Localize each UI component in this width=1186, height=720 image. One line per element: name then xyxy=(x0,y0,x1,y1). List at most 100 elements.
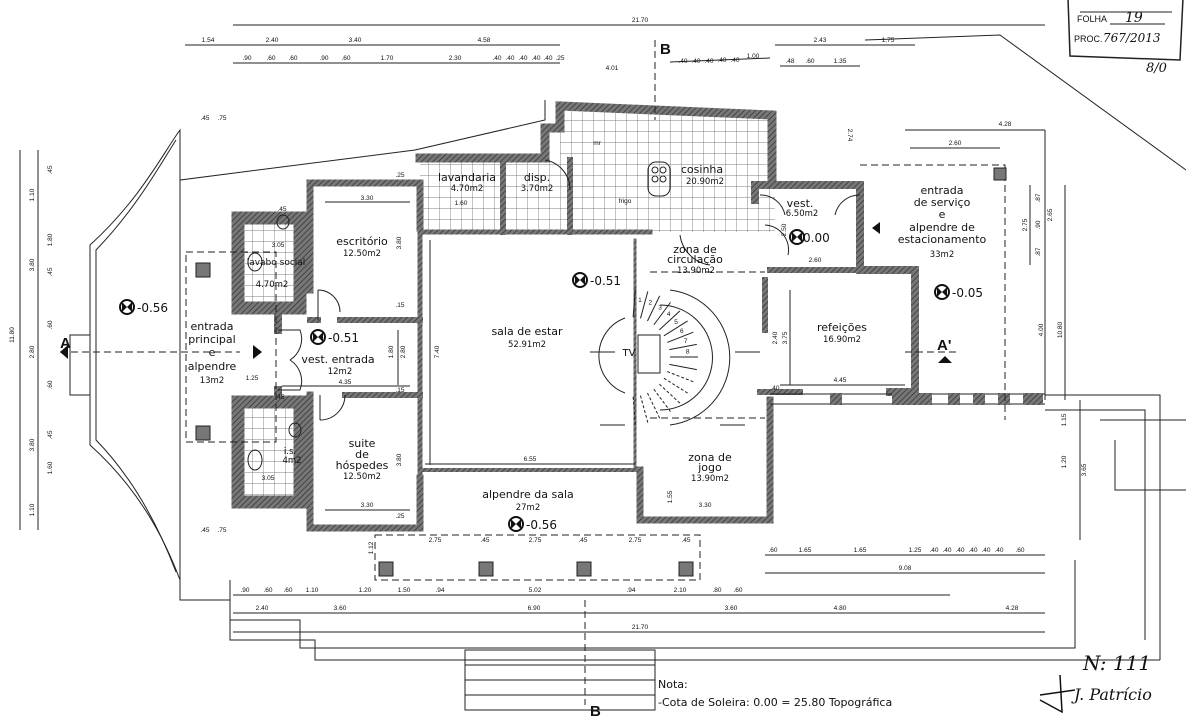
dimension-label: .40 xyxy=(994,547,1003,554)
room-sala-estar: sala de estar xyxy=(491,325,563,338)
dimension-label: 4.35 xyxy=(339,379,352,386)
dimension-label: 2.75 xyxy=(429,537,442,544)
dimension-label: 1.35 xyxy=(834,58,847,65)
dimension-label: .45 xyxy=(47,267,54,276)
dimension-label: .60 xyxy=(47,320,54,329)
stair-tread xyxy=(653,302,671,326)
dimension-label: 1.54 xyxy=(202,37,215,44)
plan-label: alpendre xyxy=(188,360,237,373)
plan-label: 33m2 xyxy=(930,250,955,260)
plan-label: -0.51 xyxy=(590,274,621,288)
stove-icon xyxy=(647,161,671,197)
dimension-label: 2.74 xyxy=(846,129,853,142)
room-zona-jogo: zona de xyxy=(688,451,732,464)
dimension-label: 2.60 xyxy=(809,257,822,264)
stair-step-number: 4 xyxy=(667,311,671,318)
dimension-label: 1.60 xyxy=(47,461,54,474)
dimension-label: .90 xyxy=(240,587,249,594)
stair-tread xyxy=(659,383,681,404)
dimension-label: 1.70 xyxy=(381,55,394,62)
dimension-label: .60 xyxy=(805,58,814,65)
dimension-label: .40 xyxy=(505,55,514,62)
note-text: -Cota de Soleira: 0.00 = 25.80 Topográfi… xyxy=(658,696,892,709)
stair-step-number: 2 xyxy=(649,300,653,307)
plan-label: 20.90m2 xyxy=(686,177,724,187)
dimension-label: .15 xyxy=(395,302,404,309)
dimension-label: .80 xyxy=(712,587,721,594)
dimension-label: 2.75 xyxy=(529,537,542,544)
dimension-label: .60 xyxy=(1015,547,1024,554)
dimension-label: 3.05 xyxy=(272,242,285,249)
dimension-label: 1.10 xyxy=(29,188,36,201)
section-lines xyxy=(60,40,960,705)
entrance-arrow-icon xyxy=(253,345,262,359)
dimension-label: .45 xyxy=(277,206,286,213)
dimension-label: .25 xyxy=(555,55,564,62)
dimension-label: .75 xyxy=(217,527,226,534)
section-b-top-label: B xyxy=(660,41,671,58)
dimension-label: .75 xyxy=(217,115,226,122)
plan-label: -0.05 xyxy=(952,286,983,300)
dimension-label: .40 xyxy=(691,58,700,65)
dimension-label: .60 xyxy=(288,55,297,62)
dimension-label: 4.58 xyxy=(478,37,491,44)
plan-label: 27m2 xyxy=(516,503,541,513)
dimension-label: .94 xyxy=(435,587,444,594)
dimension-label: 3.30 xyxy=(361,195,374,202)
dimension-label: 3.40 xyxy=(349,37,362,44)
dimension-label: 3.60 xyxy=(725,605,738,612)
dimension-label: .90 xyxy=(1035,220,1042,229)
section-a-prime-label: A' xyxy=(937,337,951,354)
dimension-label: 1.65 xyxy=(854,547,867,554)
dimension-label: .60 xyxy=(263,587,272,594)
dimension-label: 3.30 xyxy=(361,502,374,509)
dimension-label: .45 xyxy=(681,537,690,544)
dimension-label: 3.80 xyxy=(396,236,403,249)
plan-label: 8/0 xyxy=(1146,61,1167,76)
dimension-label: .90 xyxy=(319,55,328,62)
room-zona-circulacao: zona de xyxy=(673,243,717,256)
room-escritorio: escritório xyxy=(336,235,388,248)
dimension-label: .40 xyxy=(981,547,990,554)
dimension-label: .40 xyxy=(730,57,739,64)
dimension-label: 3.30 xyxy=(699,502,712,509)
stair-step-number: 6 xyxy=(680,328,684,335)
dimension-label: .60 xyxy=(266,55,275,62)
dimension-label: .40 xyxy=(717,57,726,64)
dimension-label: 10.80 xyxy=(1057,321,1064,338)
dimension-label: .87 xyxy=(1035,247,1042,256)
dimension-label: 4.01 xyxy=(606,65,619,72)
stair-tread xyxy=(647,392,661,419)
dimension-label: 1.25 xyxy=(909,547,922,554)
plan-label: hóspedes xyxy=(336,459,389,472)
dimension-label: 1.20 xyxy=(359,587,372,594)
kitchen-tiles-upper xyxy=(560,110,770,160)
dimension-label: .40 xyxy=(968,547,977,554)
dimension-label: 7.40 xyxy=(434,345,441,358)
room-cosinha: cosinha xyxy=(681,163,723,176)
toilet-icon xyxy=(288,422,302,438)
room-suite-hospedes: suite xyxy=(349,437,376,450)
plan-label: e xyxy=(939,208,946,221)
room-is: i.s. xyxy=(284,447,296,457)
dimension-label: 1.20 xyxy=(1061,455,1068,468)
dimension-label: .25 xyxy=(395,172,404,179)
plan-label: -0.51 xyxy=(328,331,359,345)
dimension-label: .40 xyxy=(531,55,540,62)
dimension-label: 6.55 xyxy=(524,456,537,463)
service-entrance-arrow-icon xyxy=(872,222,880,234)
terrace-colonnade xyxy=(770,393,1045,405)
entrance-porch-outline xyxy=(185,251,277,443)
plan-label: 16.90m2 xyxy=(823,335,861,345)
dimension-label: .87 xyxy=(1035,193,1042,202)
stair-tread xyxy=(669,363,697,371)
dimension-label: 5.02 xyxy=(529,587,542,594)
sala-porch-outline xyxy=(374,534,701,581)
dimension-label: 1.50 xyxy=(398,587,411,594)
dimension-label: 1.65 xyxy=(799,547,812,554)
dimension-label: .48 xyxy=(785,58,794,65)
dimension-label: 1.60 xyxy=(455,200,468,207)
dimension-label: .40 xyxy=(518,55,527,62)
walls xyxy=(231,101,919,532)
